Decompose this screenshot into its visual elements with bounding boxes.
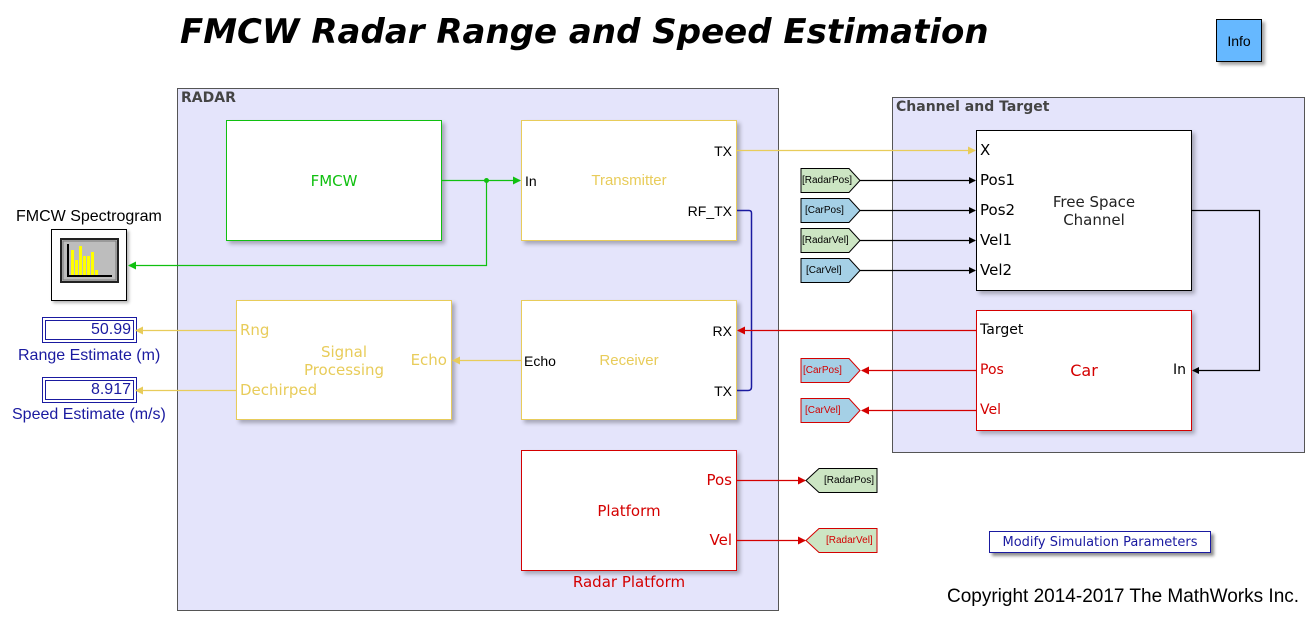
signal-processing-port-rng: Rng: [240, 321, 270, 339]
from-tag-radar-pos[interactable]: [800, 168, 861, 193]
channel-block-name-line1: Free Space: [1052, 193, 1136, 211]
goto-tag-car-pos-label[interactable]: [CarPos]: [803, 365, 842, 376]
goto-tag-car-pos[interactable]: [800, 358, 861, 383]
channel-port-vel1: Vel1: [980, 231, 1013, 249]
platform-port-pos: Pos: [706, 471, 732, 489]
transmitter-port-rf-tx: RF_TX: [687, 203, 732, 219]
from-tag-car-pos-label[interactable]: [CarPos]: [805, 205, 844, 216]
car-port-in: In: [1172, 362, 1186, 378]
range-estimate-caption: Range Estimate (m): [18, 347, 161, 364]
platform-block[interactable]: Platform Pos Vel: [521, 450, 737, 571]
channel-port-pos2: Pos2: [980, 201, 1016, 219]
signal-processing-port-dechirped: Dechirped: [240, 381, 318, 399]
wire-fmcw-to-scope[interactable]: [128, 180, 488, 270]
car-block-name: Car: [1070, 361, 1098, 380]
from-tag-car-vel[interactable]: [800, 258, 861, 283]
transmitter-block-name: Transmitter: [591, 172, 667, 189]
speed-estimate-caption: Speed Estimate (m/s): [12, 406, 166, 423]
channel-port-x: X: [980, 141, 991, 159]
transmitter-port-in: In: [525, 173, 537, 189]
free-space-channel-block[interactable]: Free Space Channel X Pos1 Pos2 Vel1 Vel2: [976, 130, 1192, 291]
goto-tag-car-vel[interactable]: [800, 398, 861, 423]
signal-processing-block[interactable]: Signal Processing Rng Dechirped Echo: [236, 300, 452, 420]
platform-block-caption: Radar Platform: [572, 573, 686, 591]
receiver-block[interactable]: Receiver Echo RX TX: [521, 300, 737, 420]
radar-area-label: RADAR: [181, 90, 236, 106]
spectrogram-scope-block[interactable]: [51, 229, 127, 301]
scope-spectrum-icon: [60, 238, 119, 283]
goto-tag-radar-vel-label[interactable]: [RadarVel]: [826, 535, 873, 546]
modify-simulation-parameters-button[interactable]: Modify Simulation Parameters: [989, 531, 1211, 553]
from-tag-radar-pos-label[interactable]: [RadarPos]: [802, 175, 853, 186]
signal-processing-name-line2: Processing: [303, 361, 385, 379]
goto-tag-radar-pos-label[interactable]: [RadarPos]: [824, 475, 875, 486]
page-title: FMCW Radar Range and Speed Estimation: [180, 12, 989, 52]
from-tag-car-vel-label[interactable]: [CarVel]: [806, 265, 842, 276]
transmitter-port-tx: TX: [714, 143, 732, 159]
car-block[interactable]: Car Target Pos Vel In: [976, 310, 1192, 431]
scope-label: FMCW Spectrogram: [16, 208, 162, 225]
platform-block-name: Platform: [597, 502, 661, 520]
channel-port-pos1: Pos1: [980, 171, 1016, 189]
goto-tag-radar-vel[interactable]: [805, 528, 878, 553]
car-port-pos: Pos: [980, 362, 1004, 378]
from-tag-radar-vel-label[interactable]: [RadarVel]: [802, 235, 849, 246]
car-port-vel: Vel: [980, 402, 1001, 418]
fmcw-block[interactable]: FMCW: [226, 120, 442, 241]
signal-processing-name-line1: Signal: [320, 343, 368, 361]
wire-rftx-to-receiver-tx[interactable]: [737, 209, 753, 392]
channel-port-vel2: Vel2: [980, 261, 1013, 279]
range-estimate-display: 50.99: [42, 317, 137, 343]
transmitter-block[interactable]: Transmitter In TX RF_TX: [521, 120, 737, 241]
from-tag-car-pos[interactable]: [800, 198, 861, 223]
channel-area-label: Channel and Target: [896, 99, 1050, 115]
signal-processing-port-echo: Echo: [410, 351, 447, 369]
receiver-block-name: Receiver: [599, 352, 659, 369]
platform-port-vel: Vel: [709, 531, 733, 549]
channel-block-name-line2: Channel: [1063, 211, 1125, 229]
from-tag-radar-vel[interactable]: [800, 228, 861, 253]
receiver-port-rx: RX: [712, 323, 732, 339]
goto-tag-radar-pos[interactable]: [805, 468, 878, 493]
car-port-target: Target: [980, 322, 1024, 338]
copyright-notice: Copyright 2014-2017 The MathWorks Inc.: [947, 586, 1300, 607]
info-button[interactable]: Info: [1216, 19, 1262, 62]
speed-estimate-display: 8.917: [42, 377, 137, 403]
goto-tag-car-vel-label[interactable]: [CarVel]: [805, 405, 841, 416]
fmcw-block-name: FMCW: [310, 172, 358, 190]
receiver-port-echo: Echo: [524, 353, 556, 369]
receiver-port-tx: TX: [714, 383, 732, 399]
